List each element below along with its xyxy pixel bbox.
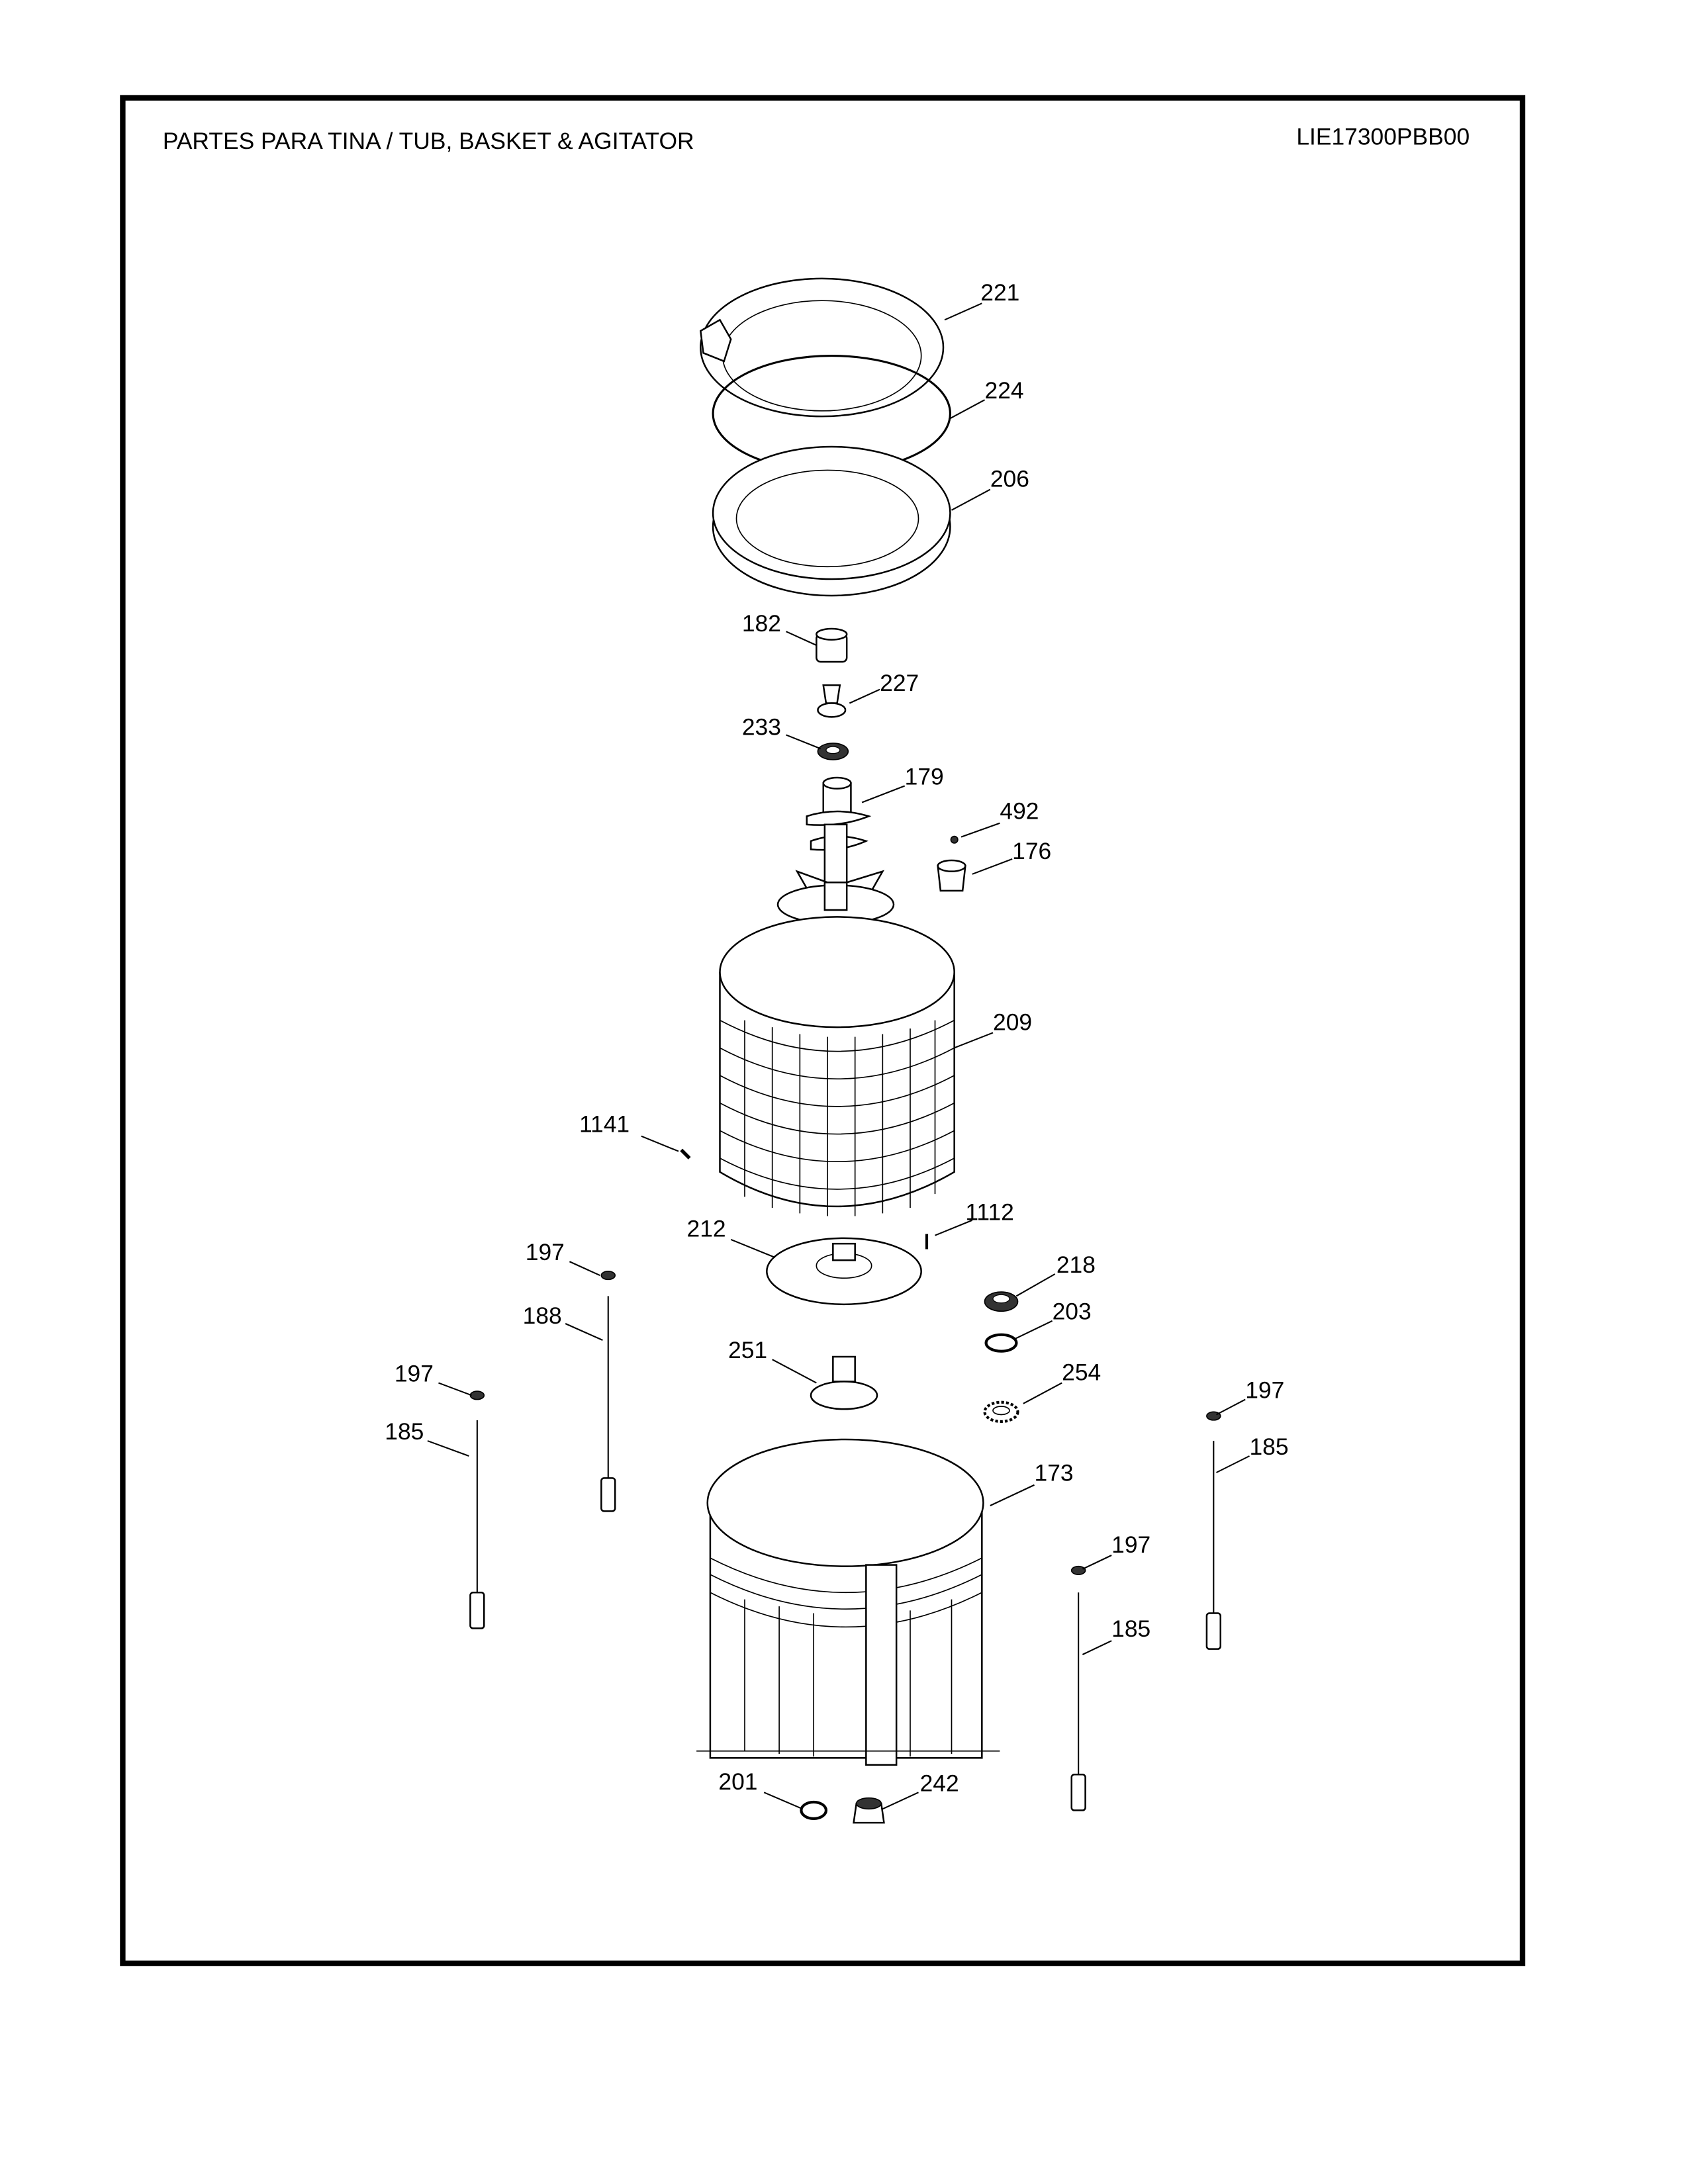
leader-lines: [427, 302, 1250, 1810]
part-233-bearing: [817, 743, 849, 760]
part-1141-screw: [680, 1148, 691, 1160]
callout-224: 224: [985, 377, 1024, 404]
callout-197-c: 197: [1245, 1377, 1284, 1404]
part-221-tub-cover: [699, 277, 945, 418]
diagram-frame: [120, 95, 1526, 1966]
part-218-nut: [984, 1291, 1019, 1312]
part-254-nut: [983, 1400, 1019, 1423]
callout-218: 218: [1056, 1251, 1096, 1278]
part-203-washer: [984, 1333, 1018, 1353]
callout-203: 203: [1053, 1298, 1092, 1325]
callout-201: 201: [718, 1768, 757, 1795]
part-242-bushing: [853, 1797, 885, 1824]
part-197-185-rod-far-left: [469, 1390, 485, 1629]
callout-221: 221: [980, 279, 1019, 306]
part-492-screw: [950, 835, 959, 844]
callout-251: 251: [728, 1337, 767, 1363]
callout-188: 188: [523, 1302, 562, 1329]
callout-182: 182: [742, 610, 781, 637]
part-179-agitator: [776, 776, 895, 925]
callout-206: 206: [990, 465, 1029, 492]
part-197-185-rod-center-right: [1070, 1565, 1086, 1811]
callout-227: 227: [880, 670, 919, 696]
part-197-188-rod-left: [600, 1271, 616, 1512]
part-182-cap: [816, 627, 848, 663]
part-206-balance-ring: [712, 445, 951, 597]
part-227-cap-insert: [817, 684, 847, 718]
callout-185-c: 185: [1111, 1615, 1150, 1642]
callout-1112: 1112: [965, 1199, 1014, 1226]
callout-1141: 1141: [579, 1111, 630, 1137]
part-176-cap: [937, 859, 966, 892]
callout-254: 254: [1062, 1359, 1101, 1385]
part-209-basket: [719, 916, 955, 1216]
callout-179: 179: [905, 763, 944, 790]
callout-212: 212: [687, 1216, 726, 1242]
callout-173: 173: [1035, 1460, 1074, 1486]
diagram-title: PARTES PARA TINA / TUB, BASKET & AGITATO…: [163, 128, 694, 154]
part-212-hub-flange: [766, 1237, 922, 1306]
callout-197-b: 197: [395, 1361, 434, 1387]
callout-185-a: 185: [385, 1418, 424, 1445]
callout-242: 242: [920, 1770, 959, 1796]
callout-197-d: 197: [1111, 1531, 1150, 1558]
part-197-185-rod-right: [1205, 1411, 1222, 1650]
callout-185-b: 185: [1250, 1433, 1289, 1460]
model-number: LIE17300PBB00: [1296, 124, 1470, 150]
callout-176: 176: [1012, 838, 1051, 864]
callout-233: 233: [742, 713, 781, 740]
part-173-outer-tub: [696, 1438, 1000, 1766]
callout-492: 492: [1000, 798, 1039, 825]
callout-197-a: 197: [526, 1239, 565, 1265]
part-251-hub: [810, 1355, 878, 1410]
callout-209: 209: [993, 1009, 1032, 1035]
part-201-seal: [800, 1800, 827, 1821]
